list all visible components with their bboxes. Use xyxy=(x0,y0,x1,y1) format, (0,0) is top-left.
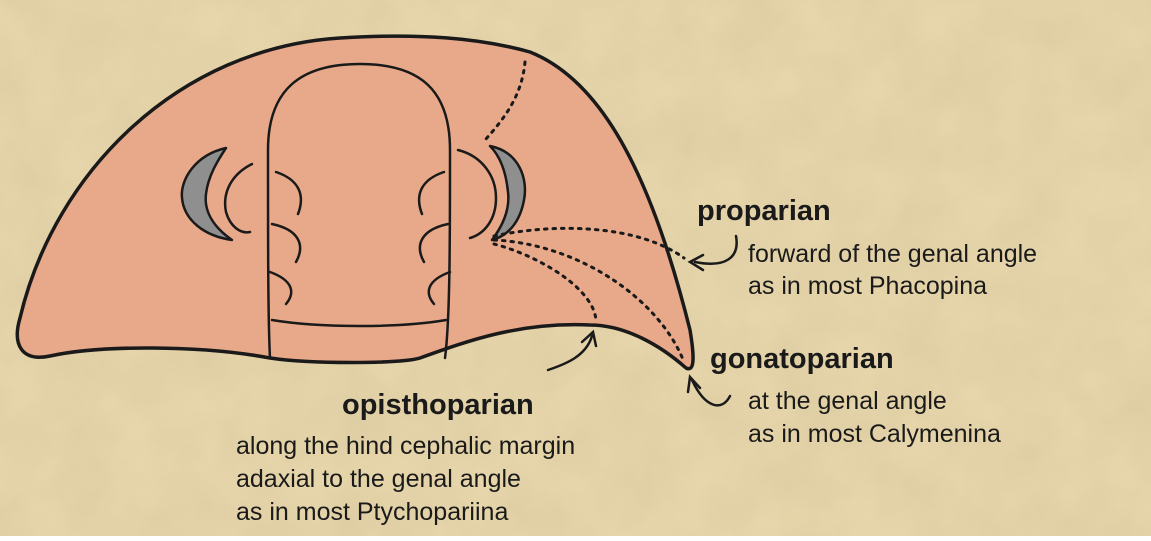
opisthoparian-desc-line3: as in most Ptychopariina xyxy=(236,498,508,526)
opisthoparian-term: opisthoparian xyxy=(342,389,534,421)
opisthoparian-desc-line2: adaxial to the genal angle xyxy=(236,465,521,493)
gonatoparian-desc-line2: as in most Calymenina xyxy=(748,420,1001,448)
proparian-desc-line1: forward of the genal angle xyxy=(748,240,1037,268)
gonatoparian-desc-line1: at the genal angle xyxy=(748,387,947,415)
proparian-term: proparian xyxy=(697,195,831,227)
opisthoparian-desc-line1: along the hind cephalic margin xyxy=(236,432,575,460)
proparian-desc-line2: as in most Phacopina xyxy=(748,272,987,300)
gonatoparian-term: gonatoparian xyxy=(710,343,894,375)
